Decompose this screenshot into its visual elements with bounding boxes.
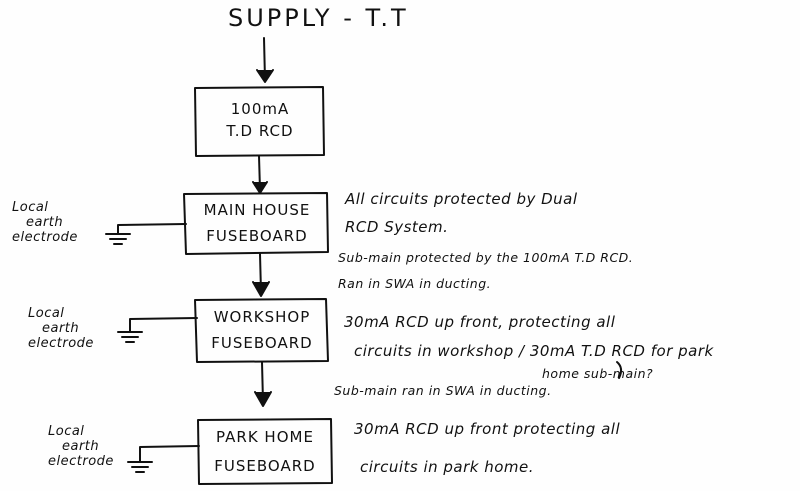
main-house-note-2: RCD System. <box>345 218 449 236</box>
arrowhead-supply-to-rcd <box>256 69 274 83</box>
park-home-earth-lead <box>139 445 200 463</box>
workshop-note-3: home sub-main? <box>542 366 654 381</box>
park-home-box <box>197 418 333 485</box>
workshop-note-2: circuits in workshop / 30mA T.D RCD for … <box>354 342 714 360</box>
earth-label-line: Local <box>48 424 85 439</box>
main-house-earth-label: Local earth electrode <box>12 200 78 245</box>
park-home-label-2: FUSEBOARD <box>214 457 316 475</box>
earth-label-line: electrode <box>12 230 78 245</box>
diagram-title: SUPPLY - T.T <box>228 4 409 32</box>
workshop-box <box>194 298 329 363</box>
workshop-earth-symbol <box>117 331 143 343</box>
workshop-earth-lead <box>129 317 198 333</box>
earth-label-line: earth <box>26 215 64 230</box>
arrowhead-workshop-to-park <box>254 391 272 407</box>
main-house-earth-symbol <box>105 233 131 245</box>
earth-label-line: earth <box>42 321 80 336</box>
park-home-note-2: circuits in park home. <box>360 458 535 476</box>
rcd-box-label-1: 100mA <box>230 100 290 118</box>
earth-label-line: electrode <box>28 336 94 351</box>
earth-label-line: electrode <box>48 454 114 469</box>
question-mark-scribble <box>616 361 623 379</box>
rcd-box <box>194 86 325 157</box>
workshop-note-1: 30mA RCD up front, protecting all <box>344 313 616 331</box>
park-home-label-1: PARK HOME <box>216 428 314 446</box>
park-home-note-1: 30mA RCD up front protecting all <box>354 420 621 438</box>
main-house-label-2: FUSEBOARD <box>206 227 308 245</box>
arrowhead-rcd-to-main <box>252 181 268 194</box>
earth-label-line: earth <box>62 439 100 454</box>
workshop-label-1: WORKSHOP <box>213 308 311 326</box>
rcd-box-label-2: T.D RCD <box>226 122 294 140</box>
submain-note-1a: Sub-main protected by the 100mA T.D RCD. <box>338 250 634 265</box>
main-house-earth-lead <box>117 223 187 235</box>
submain-note-1b: Ran in SWA in ducting. <box>338 276 492 291</box>
main-house-box <box>183 192 329 255</box>
arrowhead-main-to-workshop <box>252 281 270 297</box>
earth-label-line: Local <box>12 200 49 215</box>
park-home-earth-label: Local earth electrode <box>48 424 114 469</box>
workshop-label-2: FUSEBOARD <box>211 334 313 352</box>
submain-note-2: Sub-main ran in SWA in ducting. <box>334 383 552 398</box>
earth-label-line: Local <box>28 306 65 321</box>
park-home-earth-symbol <box>127 461 153 473</box>
main-house-note-1: All circuits protected by Dual <box>345 190 578 208</box>
main-house-label-1: MAIN HOUSE <box>203 201 311 219</box>
workshop-earth-label: Local earth electrode <box>28 306 94 351</box>
